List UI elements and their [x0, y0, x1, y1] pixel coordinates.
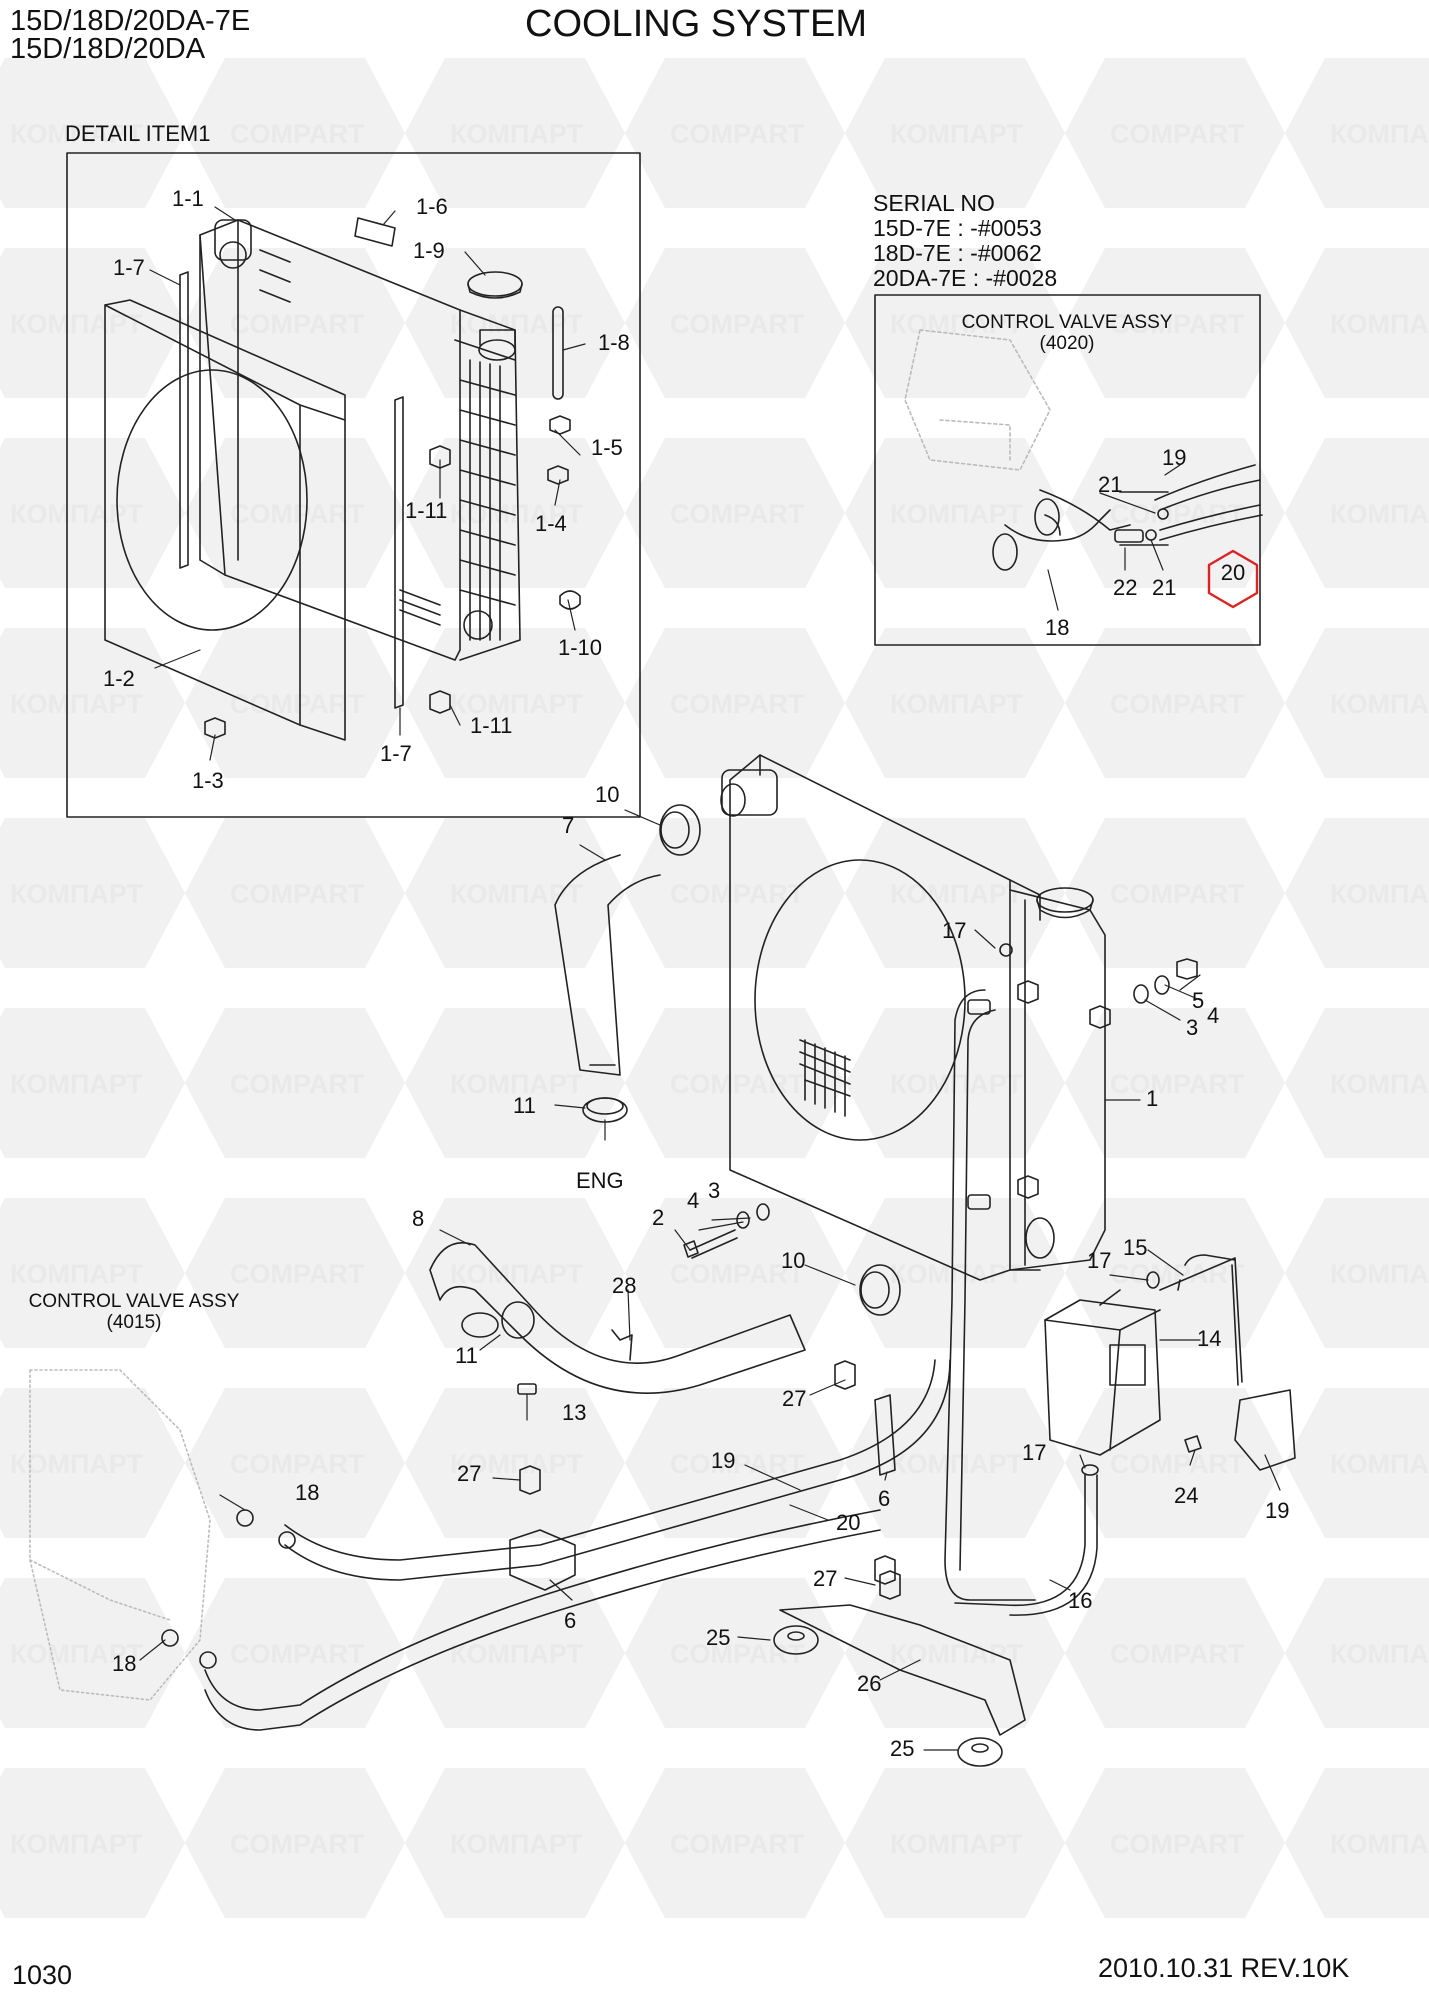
inset-code: (4020) [1039, 333, 1095, 354]
highlight-hexagon [1207, 549, 1259, 609]
pipe-main [284, 1359, 936, 1561]
part-callout[interactable]: 4 [687, 1188, 700, 1213]
inset-part-callout[interactable]: 18 [1045, 615, 1070, 640]
part-callout[interactable]: 5 [1192, 988, 1205, 1013]
serial-line: 18D-7E : -#0062 [873, 240, 1042, 266]
date-revision: 2010.10.31 REV.10K [1098, 1953, 1350, 1983]
left-valve-code: (4015) [106, 1312, 162, 1333]
part-callout[interactable]: 6 [564, 1608, 577, 1633]
part-callout[interactable]: 27 [813, 1566, 838, 1591]
part-callout[interactable]: 17 [942, 918, 967, 943]
main-radiator [720, 754, 1111, 1281]
part-callout[interactable]: 3 [708, 1178, 721, 1203]
part-callout[interactable]: 16 [1068, 1588, 1093, 1613]
part-callout[interactable]: 3 [1186, 1015, 1199, 1040]
serial-line: 15D-7E : -#0053 [873, 215, 1042, 241]
part-callout[interactable]: 2 [652, 1205, 665, 1230]
detail-part-callout[interactable]: 1-2 [103, 666, 135, 691]
part-callout[interactable]: ENG [576, 1168, 624, 1193]
part-callout[interactable]: 11 [455, 1343, 478, 1368]
page-title: COOLING SYSTEM [525, 3, 868, 45]
reservoir-tank [1044, 1257, 1296, 1471]
part-callout[interactable]: 13 [562, 1400, 587, 1425]
part-callout[interactable]: 11 [513, 1093, 536, 1118]
detail-radiator [199, 219, 521, 661]
part-callout[interactable]: 19 [1265, 1498, 1290, 1523]
part-callout[interactable]: 26 [857, 1671, 882, 1696]
part-callout[interactable]: 15 [1123, 1235, 1148, 1260]
bracket-26 [779, 1604, 1026, 1736]
serial-line: 20DA-7E : -#0028 [873, 265, 1058, 291]
model-line-1: 15D/18D/20DA-7E [10, 5, 251, 37]
part-callout[interactable]: 18 [112, 1651, 137, 1676]
highlight-label[interactable]: 20 [1220, 560, 1246, 585]
detail-shroud [104, 299, 346, 741]
detail-part-callout[interactable]: 1-9 [413, 238, 445, 263]
detail-part-callout[interactable]: 1-11 [470, 713, 513, 738]
detail-part-callout[interactable]: 1-10 [558, 635, 603, 660]
inset-part-callout[interactable]: 21 [1152, 575, 1177, 600]
part-callout[interactable]: 25 [706, 1625, 731, 1650]
detail-frame [66, 152, 641, 818]
page-number: 1030 [12, 1960, 73, 1990]
detail-part-callout[interactable]: 1-6 [416, 194, 448, 219]
part-callout[interactable]: 18 [295, 1480, 320, 1505]
part-callout[interactable]: 7 [562, 813, 575, 838]
inset-hoses [992, 464, 1263, 571]
inset-frame [874, 294, 1261, 646]
detail-part-callout[interactable]: 1-7 [113, 255, 145, 280]
part-callout[interactable]: 20 [836, 1510, 861, 1535]
part-callout[interactable]: 8 [412, 1206, 425, 1231]
part-callout[interactable]: 28 [612, 1273, 637, 1298]
part-callout[interactable]: 24 [1174, 1483, 1199, 1508]
detail-part-callout[interactable]: 1-5 [591, 435, 623, 460]
left-valve-title: CONTROL VALVE ASSY [28, 1291, 240, 1312]
inset-part-callout[interactable]: 21 [1098, 472, 1123, 497]
part-callout[interactable]: 27 [782, 1386, 807, 1411]
part-callout[interactable]: 1 [1146, 1086, 1159, 1111]
part-callout[interactable]: 4 [1207, 1003, 1220, 1028]
part-callout[interactable]: 27 [457, 1461, 482, 1486]
detail-part-callout[interactable]: 1-1 [172, 186, 204, 211]
part-callout[interactable]: 14 [1197, 1326, 1222, 1351]
detail-part-callout[interactable]: 1-4 [535, 511, 567, 536]
serial-title: SERIAL NO [873, 190, 995, 216]
detail-part-callout[interactable]: 1-7 [380, 741, 412, 766]
part-callout[interactable]: 6 [878, 1486, 891, 1511]
part-callout[interactable]: 19 [711, 1448, 736, 1473]
side-tube [944, 989, 1036, 1601]
part-callout[interactable]: 17 [1087, 1248, 1112, 1273]
hose-8 [429, 1242, 806, 1394]
detail-part-callout[interactable]: 1-11 [405, 498, 448, 523]
detail-part-callout[interactable]: 1-3 [192, 768, 224, 793]
inset-part-callout[interactable]: 19 [1162, 445, 1187, 470]
hose-7 [554, 854, 661, 1076]
detail-title: DETAIL ITEM1 [65, 121, 211, 146]
part-callout[interactable]: 25 [890, 1736, 915, 1761]
part-callout[interactable]: 17 [1022, 1440, 1047, 1465]
part-callout[interactable]: 10 [595, 782, 620, 807]
inset-title: CONTROL VALVE ASSY [961, 312, 1173, 333]
model-line-2: 15D/18D/20DA [10, 33, 206, 65]
detail-part-callout[interactable]: 1-8 [598, 330, 630, 355]
inset-part-callout[interactable]: 22 [1113, 575, 1138, 600]
part-callout[interactable]: 10 [781, 1248, 806, 1273]
